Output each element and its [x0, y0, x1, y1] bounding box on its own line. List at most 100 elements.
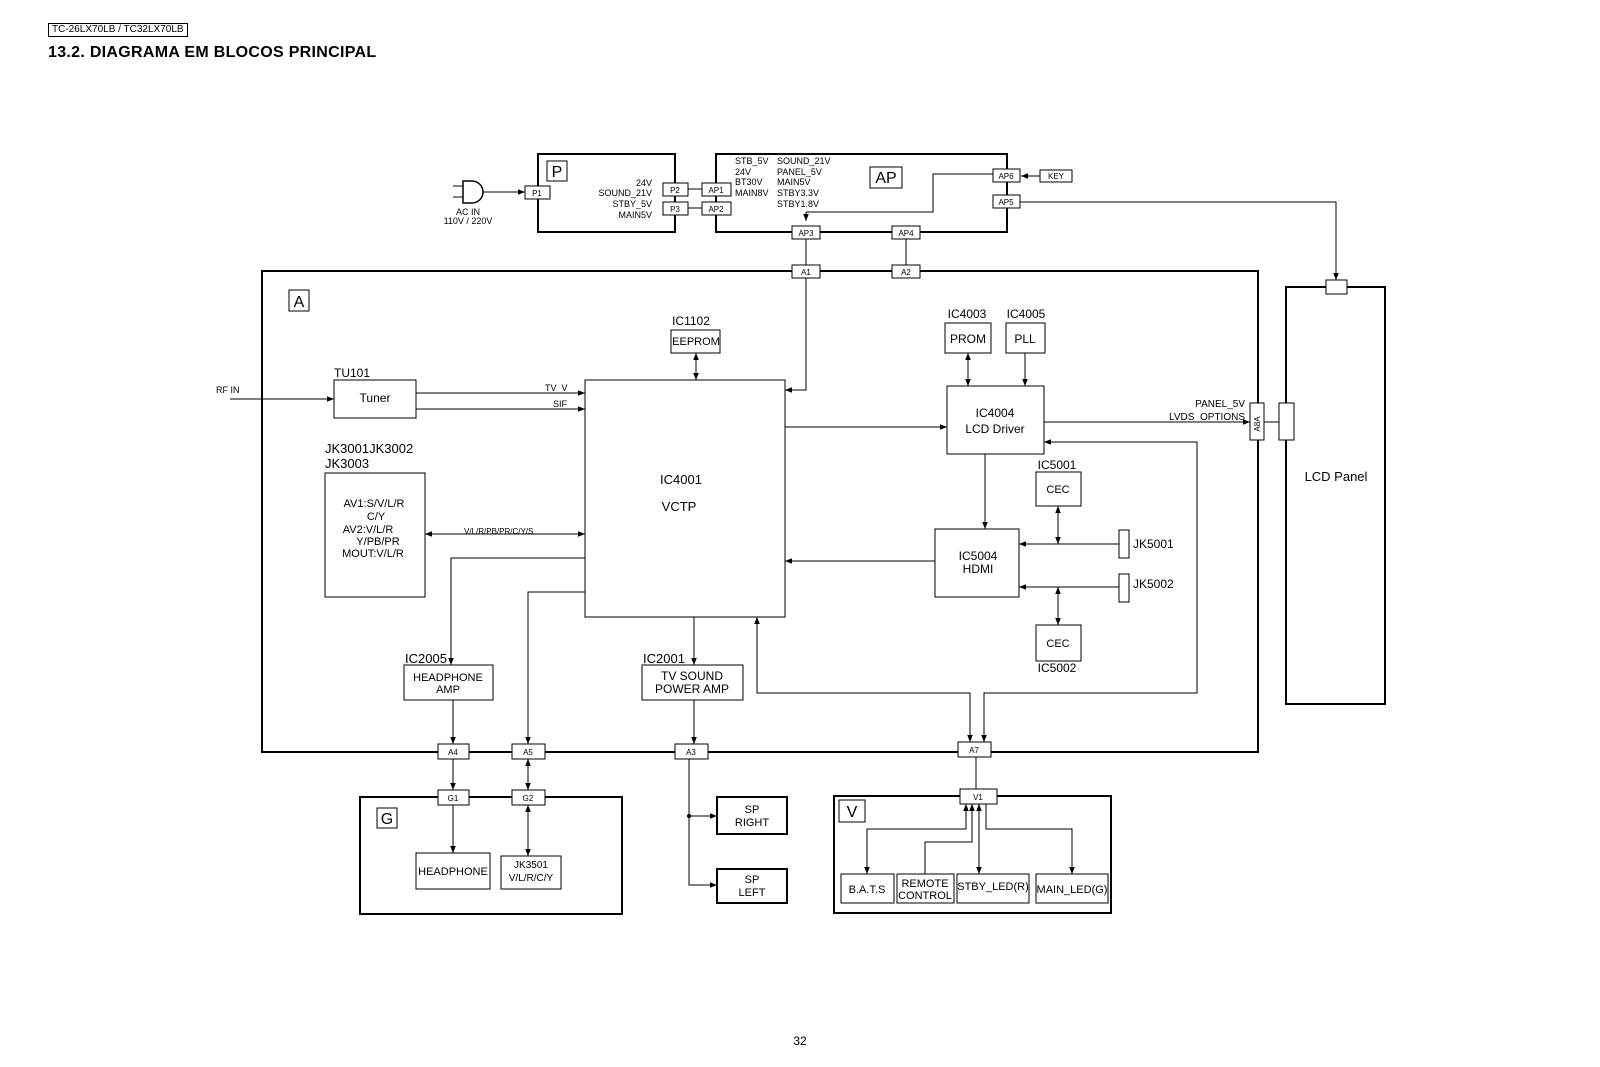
connector-a5: A5	[511, 743, 546, 760]
p-output-stby: STBY_5V	[612, 199, 652, 209]
connector-a1-label: A1	[801, 268, 811, 277]
headphone-amp-block	[403, 664, 494, 701]
av-line-5: MOUT:V/L/R	[342, 548, 404, 560]
connector-ap6: AP6	[992, 168, 1021, 183]
ac-in-label: AC IN	[456, 207, 480, 217]
connector-v1: V1	[959, 788, 998, 805]
ic5001-label: IC5001	[1038, 458, 1077, 472]
jk3501-line-1: JK3501	[514, 860, 548, 871]
connector-ap6-label: AP6	[998, 172, 1014, 181]
ap-left-24v: 24V	[735, 167, 751, 177]
panel-5v-label: PANEL_5V	[1195, 399, 1245, 410]
stby-led-label: STBY_LED(R)	[957, 881, 1029, 893]
eeprom-label: EEPROM	[672, 336, 720, 348]
lcd-panel-connector	[1278, 402, 1295, 441]
board-g: G	[359, 796, 623, 915]
lcd-driver-label: LCD Driver	[965, 422, 1024, 436]
ap-left-outputs: STB_5V 24V BT30V MAIN8V	[735, 156, 769, 198]
board-a: A	[261, 270, 1259, 753]
connector-a7-label: A7	[969, 746, 979, 755]
jk3501-line-2: V/L/R/C/Y	[509, 873, 554, 884]
ic5004-label: IC5004	[959, 549, 998, 563]
tv-sound-line-1: TV SOUND	[661, 669, 723, 683]
connector-a4: A4	[437, 743, 470, 760]
connector-a1: A1	[791, 264, 821, 279]
sp-right-line-1: SP	[745, 804, 760, 816]
ic2001-label: IC2001	[643, 651, 685, 666]
jk3501-block	[500, 855, 562, 890]
hp-amp-line-2: AMP	[436, 684, 460, 696]
connector-ap4-label: AP4	[898, 229, 914, 238]
connector-a5-label: A5	[523, 748, 533, 757]
ap-left-bt30: BT30V	[735, 177, 763, 187]
ap-left-main8: MAIN8V	[735, 188, 769, 198]
connector-ap2: AP2	[701, 201, 732, 216]
page-title: 13.2. DIAGRAMA EM BLOCOS PRINCIPAL	[48, 44, 377, 61]
connector-ap3: AP3	[791, 225, 821, 240]
ic4001-label: IC4001	[660, 472, 702, 487]
connector-ap1: AP1	[701, 182, 732, 197]
connector-a7: A7	[957, 741, 992, 758]
ic2005-label: IC2005	[405, 651, 447, 666]
tu101-label: TU101	[334, 366, 370, 380]
tv-sound-line-2: POWER AMP	[655, 682, 729, 696]
board-ap-label: AP	[875, 170, 896, 187]
cec2-label: CEC	[1046, 638, 1069, 650]
av-bus-label: V/L/R/PB/PR/C/Y/S	[464, 527, 533, 536]
connector-key-label: KEY	[1048, 172, 1065, 181]
stby-led-block	[956, 873, 1030, 904]
ic1102-label: IC1102	[672, 314, 710, 328]
jk-label-1: JK3001JK3002	[325, 441, 413, 456]
lcd-driver-block	[946, 385, 1045, 455]
prom-label: PROM	[950, 332, 986, 346]
connectors: P1 P2 P3 AP1 AP2 AP3 AP4 AP5 AP6 KEY A1 …	[437, 168, 1295, 806]
connector-ap4: AP4	[891, 225, 921, 240]
remote-line-2: CONTROL	[898, 890, 952, 902]
connector-a3: A3	[674, 743, 709, 760]
connector-a8a: A8A	[1249, 402, 1265, 441]
page-number: 32	[793, 1034, 807, 1048]
connector-a8a-label: A8A	[1253, 416, 1262, 432]
ap-right-panel: PANEL_5V	[777, 167, 822, 177]
jk5002-jack	[1118, 573, 1130, 603]
connector-p1: P1	[524, 185, 551, 200]
hdmi-label: HDMI	[963, 562, 994, 576]
av-line-1: AV1:S/V/L/R	[344, 498, 405, 510]
connector-ap5-label: AP5	[998, 198, 1014, 207]
rf-in-label: RF IN	[216, 385, 240, 395]
connector-key: KEY	[1039, 169, 1073, 183]
ic4005-label: IC4005	[1007, 307, 1046, 321]
connector-p2-label: P2	[670, 186, 680, 195]
connector-g2-label: G2	[523, 794, 534, 803]
vctp-block	[584, 379, 786, 618]
ap-right-stby18: STBY1.8V	[777, 199, 819, 209]
jk-label-2: JK3003	[325, 456, 369, 471]
board-g-label: G	[381, 811, 393, 828]
lvds-label: LVDS_OPTIONS	[1169, 412, 1245, 423]
connector-g2: G2	[511, 789, 546, 806]
connector-p3: P3	[662, 201, 689, 216]
remote-line-1: REMOTE	[901, 878, 948, 890]
connector-ap5: AP5	[992, 194, 1021, 209]
p-output-main: MAIN5V	[618, 210, 652, 220]
tv-v-label: TV_V	[545, 383, 568, 393]
connector-p1-label: P1	[532, 189, 542, 198]
ac-voltage-label: 110V / 220V	[444, 216, 493, 226]
sp-left-block	[716, 868, 788, 904]
p-outputs: 24V SOUND_21V STBY_5V MAIN5V	[598, 178, 652, 220]
signal-wires	[230, 278, 1279, 790]
connector-p2: P2	[662, 182, 689, 197]
ap-right-sound: SOUND_21V	[777, 156, 831, 166]
av-line-3: AV2:V/L/R	[343, 524, 394, 536]
connector-v1-label: V1	[973, 793, 983, 802]
connector-a4-label: A4	[448, 748, 458, 757]
pll-label: PLL	[1014, 332, 1036, 346]
ic5002-label: IC5002	[1038, 661, 1077, 675]
cec1-label: CEC	[1046, 484, 1069, 496]
ap-right-main5: MAIN5V	[777, 177, 811, 187]
connector-ap3-label: AP3	[798, 229, 814, 238]
ap-right-outputs: SOUND_21V PANEL_5V MAIN5V STBY3.3V STBY1…	[777, 156, 831, 209]
ap-right-stby33: STBY3.3V	[777, 188, 819, 198]
sif-label: SIF	[553, 399, 568, 409]
